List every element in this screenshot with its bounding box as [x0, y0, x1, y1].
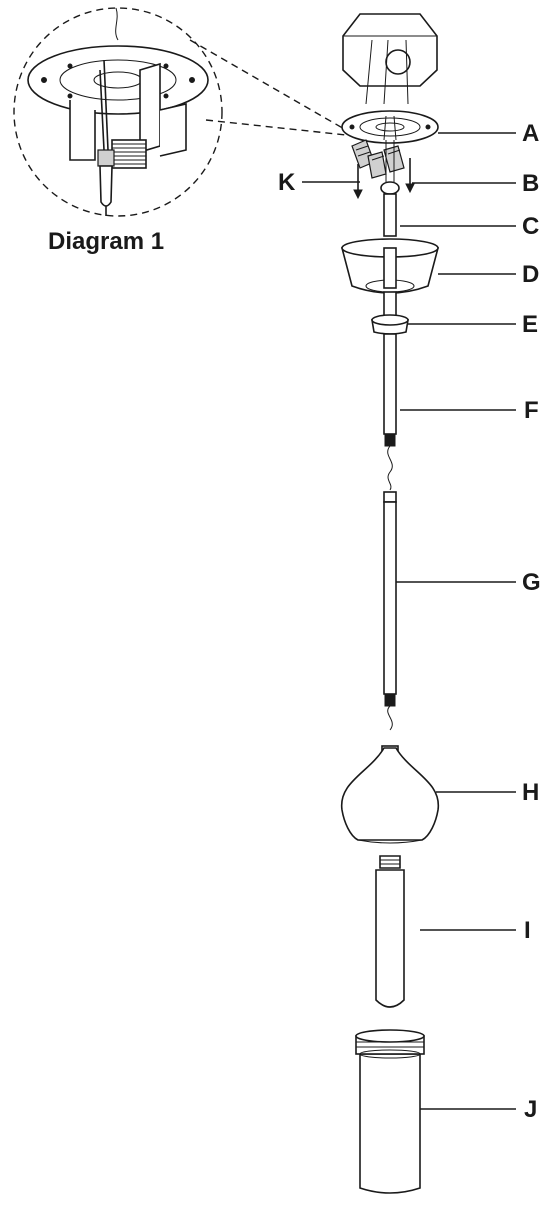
upper-stem [383, 193, 397, 237]
label-b: B [522, 170, 539, 197]
part-b-mounting-screws [353, 158, 415, 200]
part-c-nipple [380, 115, 400, 195]
part-k-wire-connectors [351, 139, 405, 179]
part-j-glass-cylinder [355, 1029, 425, 1194]
part-h-shade [341, 745, 439, 844]
label-i: I [524, 917, 531, 944]
label-f: F [524, 397, 539, 424]
part-a-mounting-plate [341, 110, 439, 144]
part-i-bulb [375, 855, 405, 1008]
label-d: D [522, 261, 539, 288]
inset-caption: Diagram 1 [48, 228, 164, 255]
part-d-canopy [340, 238, 440, 294]
inset-detail [13, 7, 347, 217]
part-g-stem-rod [383, 491, 397, 731]
part-f-stem-rod [383, 333, 397, 491]
label-g: G [522, 569, 541, 596]
label-c: C [522, 213, 539, 240]
label-a: A [522, 120, 539, 147]
label-h: H [522, 779, 539, 806]
label-e: E [522, 311, 538, 338]
junction-box [342, 13, 438, 105]
label-j: J [524, 1096, 537, 1123]
leader-lines [302, 132, 516, 1110]
part-e-ring-collar [371, 291, 409, 335]
label-k: K [278, 169, 296, 196]
